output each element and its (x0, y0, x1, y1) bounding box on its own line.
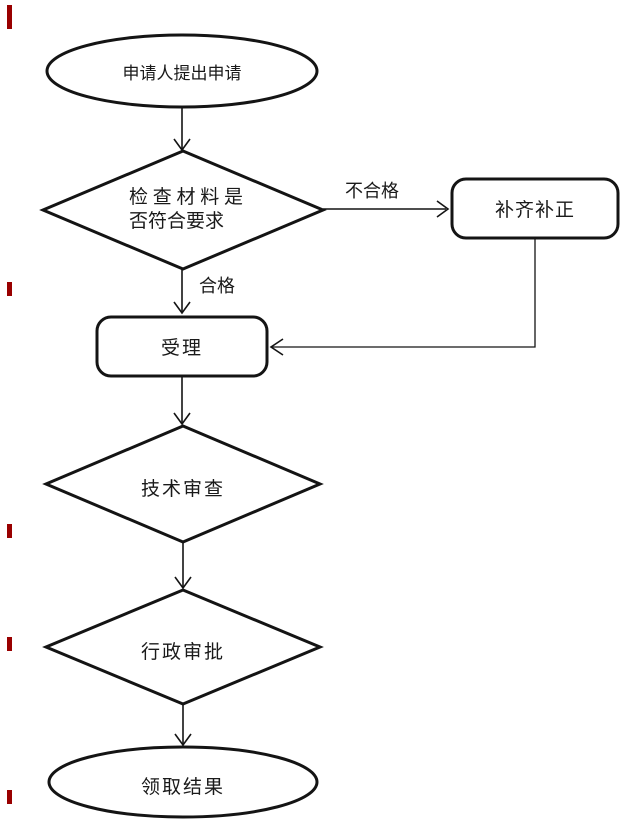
arrowhead-tech-to-admin (174, 576, 192, 590)
arrow-supplement-to-accept (272, 238, 536, 348)
left-edge-red-mark (7, 790, 12, 804)
check-material-diamond-shape (39, 149, 327, 271)
start-node-label: 申请人提出申请 (122, 64, 242, 83)
arrowhead-accept-to-tech (173, 412, 191, 426)
check-material-label-line2: 否符合要求 (129, 211, 225, 232)
admin-approval-node-label: 行政审批 (140, 642, 225, 663)
arrowhead-check-to-supplement (436, 200, 450, 218)
arrowhead-supplement-to-accept (269, 338, 284, 356)
arrowhead-start-to-check (173, 138, 191, 152)
arrowhead-check-to-accept (173, 301, 191, 315)
tech-review-node-label: 技术审查 (140, 479, 225, 500)
left-edge-red-mark (7, 524, 12, 538)
arrowhead-admin-to-result (174, 733, 192, 747)
left-edge-red-mark (7, 282, 12, 296)
edge-label-pass: 合格 (199, 276, 235, 296)
edge-label-fail: 不合格 (345, 181, 399, 201)
left-edge-red-mark (7, 5, 12, 29)
result-node-label: 领取结果 (140, 777, 225, 798)
supplement-node-label: 补齐补正 (494, 200, 575, 221)
check-material-label-line1: 检 查 材 料 是 (129, 187, 244, 208)
check-material-node-label: 检 查 材 料 是 否符合要求 (129, 186, 243, 234)
result-ellipse-shape (47, 745, 319, 819)
left-edge-red-mark (7, 637, 12, 651)
accept-node-label: 受理 (160, 338, 203, 359)
